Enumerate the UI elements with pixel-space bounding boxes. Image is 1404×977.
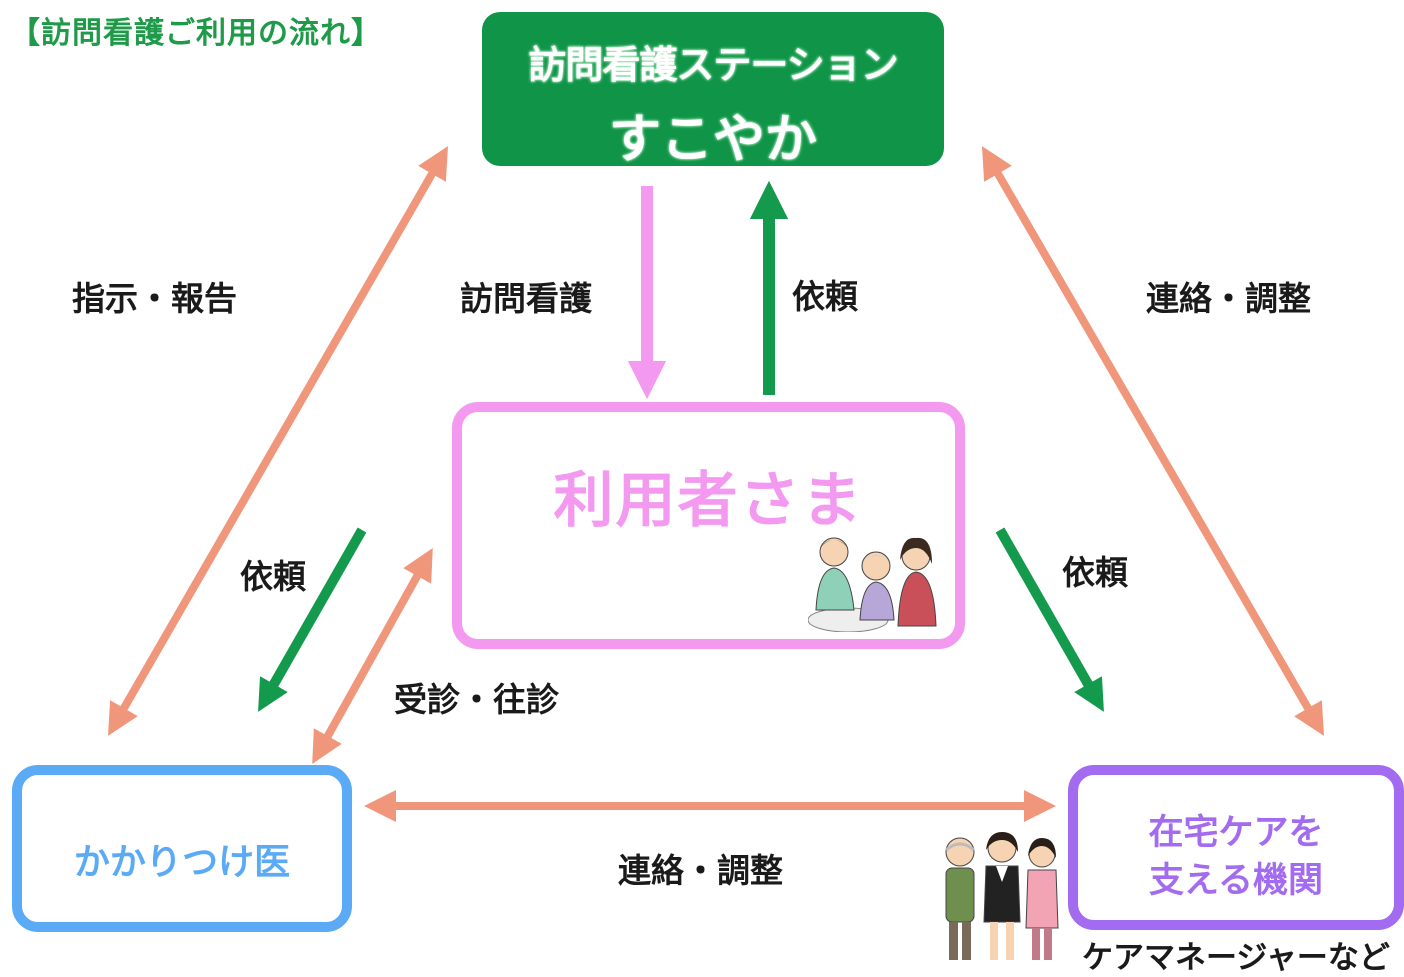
family-caregiver-illustration	[808, 537, 937, 632]
support-label-line2: 支える機関	[1149, 861, 1323, 901]
station-box: 訪問看護ステーション すこやか	[482, 12, 944, 170]
support-label: 在宅ケアを 支える機関	[1078, 809, 1394, 905]
label-consultation: 受診・往診	[394, 680, 559, 719]
station-name: 訪問看護ステーション	[528, 43, 898, 87]
arrow-station-support	[981, 146, 1325, 736]
label-visit-nursing: 訪問看護	[460, 279, 592, 318]
doctor-box: かかりつけ医	[12, 765, 352, 932]
label-contact-adjust-right: 連絡・調整	[1146, 279, 1311, 318]
label-request-doctor: 依頼	[240, 557, 306, 596]
arrow-station-doctor	[108, 146, 448, 736]
label-request-support: 依頼	[1062, 553, 1128, 592]
label-instruction-report: 指示・報告	[72, 279, 237, 318]
doctor-label: かかりつけ医	[73, 842, 291, 883]
label-request-station: 依頼	[792, 277, 858, 316]
support-label-line1: 在宅ケアを	[1148, 813, 1324, 853]
support-box: 在宅ケアを 支える機関	[1068, 765, 1404, 930]
label-contact-adjust-bottom: 連絡・調整	[618, 851, 783, 890]
user-label: 利用者さま	[553, 466, 864, 536]
arrow-doctor-user	[312, 548, 433, 764]
page-title: 【訪問看護ご利用の流れ】	[10, 16, 382, 51]
station-subname: すこやか	[608, 110, 817, 170]
support-caption: ケアマネージャーなど	[1082, 940, 1390, 976]
arrow-request-support	[995, 527, 1104, 712]
care-staff-group-illustration	[945, 832, 1059, 960]
